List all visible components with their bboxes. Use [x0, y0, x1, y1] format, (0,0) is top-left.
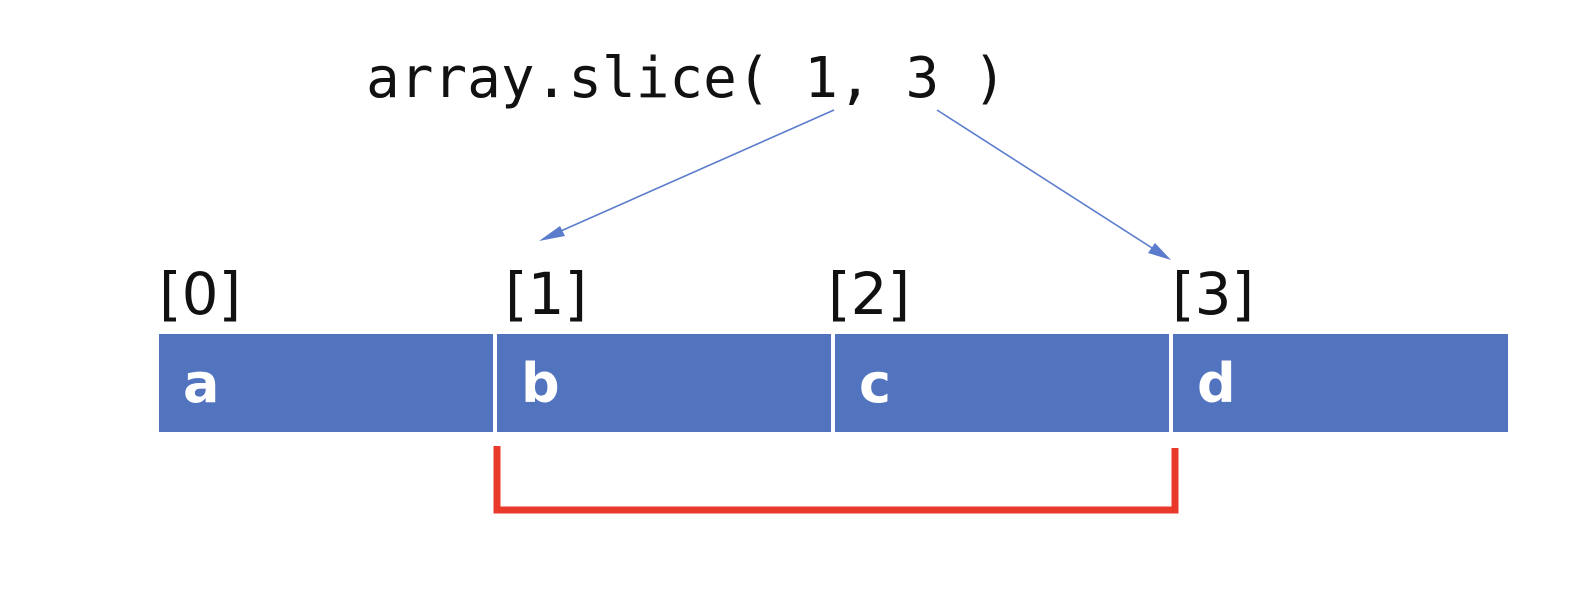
array-cells: a b c d — [159, 334, 1508, 432]
index-label-1: [1] — [505, 260, 588, 328]
arrow-end-head — [1148, 243, 1171, 260]
cell-value-0: a — [183, 352, 220, 415]
code-expression: array.slice( 1, 3 ) — [366, 46, 1007, 111]
cell-value-3: d — [1197, 352, 1236, 415]
cell-value-2: c — [859, 352, 892, 415]
arrow-start-index — [544, 109, 835, 239]
index-label-0: [0] — [159, 260, 242, 328]
index-label-2: [2] — [828, 260, 911, 328]
array-cell-2: c — [835, 334, 1169, 432]
arrow-end-index — [936, 109, 1164, 256]
cell-value-1: b — [521, 352, 560, 415]
arrow-start-head — [539, 226, 565, 241]
array-cell-3: d — [1173, 334, 1508, 432]
array-cell-0: a — [159, 334, 493, 432]
slice-range-bracket — [493, 446, 1179, 514]
array-cell-1: b — [497, 334, 831, 432]
index-label-3: [3] — [1172, 260, 1255, 328]
